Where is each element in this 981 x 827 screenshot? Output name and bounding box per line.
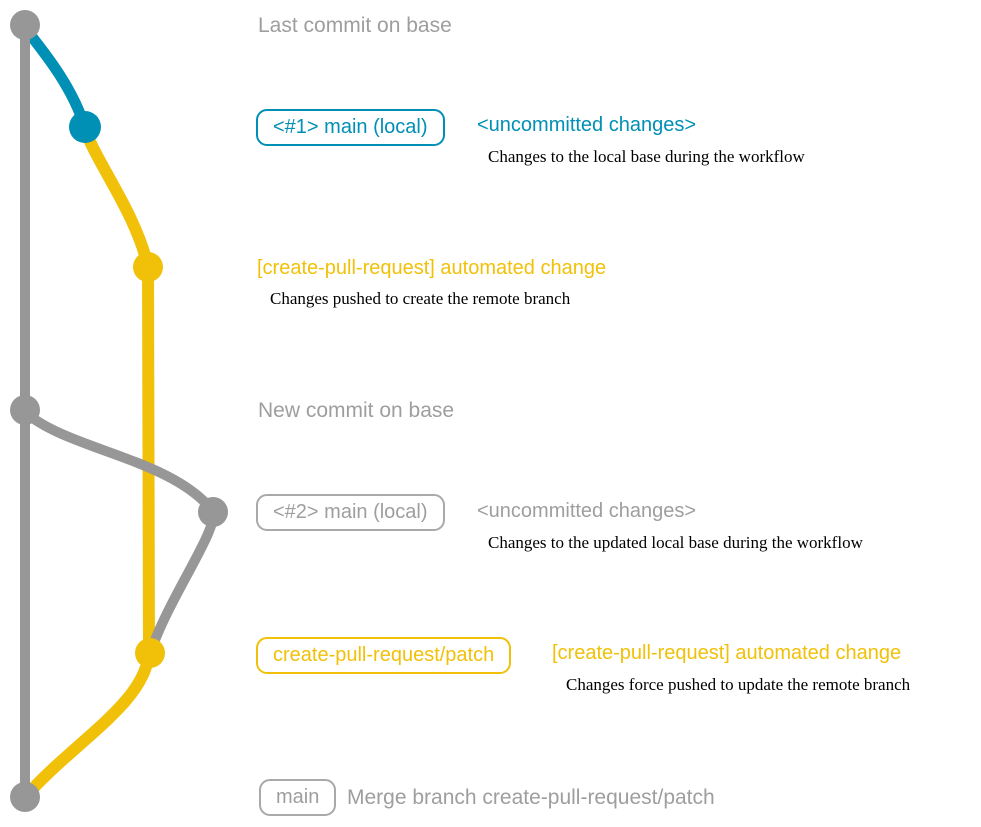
- local-main-2-branch-line: [20, 407, 219, 656]
- last-commit-on-base-label: Last commit on base: [258, 14, 452, 37]
- patch-commit-2-caption: Changes force pushed to update the remot…: [566, 675, 911, 694]
- patch-commit-2-message: [create-pull-request] automated change: [552, 642, 902, 664]
- patch-commit-1-caption: Changes pushed to create the remote bran…: [270, 289, 571, 308]
- commit-dot-patch-2: [135, 638, 165, 668]
- patch-branch-badge: create-pull-request/patch: [256, 637, 512, 674]
- local-main-1-branch-badge: <#1> main (local): [256, 109, 445, 146]
- local-main-2-commit-message: <uncommitted changes>: [477, 500, 697, 522]
- patch-commit-1-message: [create-pull-request] automated change: [257, 257, 607, 279]
- local-main-1-commit-message: <uncommitted changes>: [477, 114, 697, 136]
- commit-dot-local-main-2: [198, 497, 228, 527]
- local-main-2-branch-badge: <#2> main (local): [256, 494, 445, 531]
- commit-dot-local-main-1: [69, 111, 101, 143]
- local-main-branch-line: [19, 22, 91, 134]
- commit-dot-new-base: [10, 395, 40, 425]
- local-main-2-caption: Changes to the updated local base during…: [488, 533, 863, 552]
- new-commit-on-base-label: New commit on base: [258, 399, 455, 422]
- main-branch-badge: main: [259, 779, 337, 816]
- commit-dot-merge: [10, 782, 40, 812]
- merge-commit-message: Merge branch create-pull-request/patch: [347, 786, 715, 809]
- commit-dot-last-base: [10, 10, 40, 40]
- commit-dot-patch-1: [133, 252, 163, 282]
- local-main-1-caption: Changes to the local base during the wor…: [488, 147, 805, 166]
